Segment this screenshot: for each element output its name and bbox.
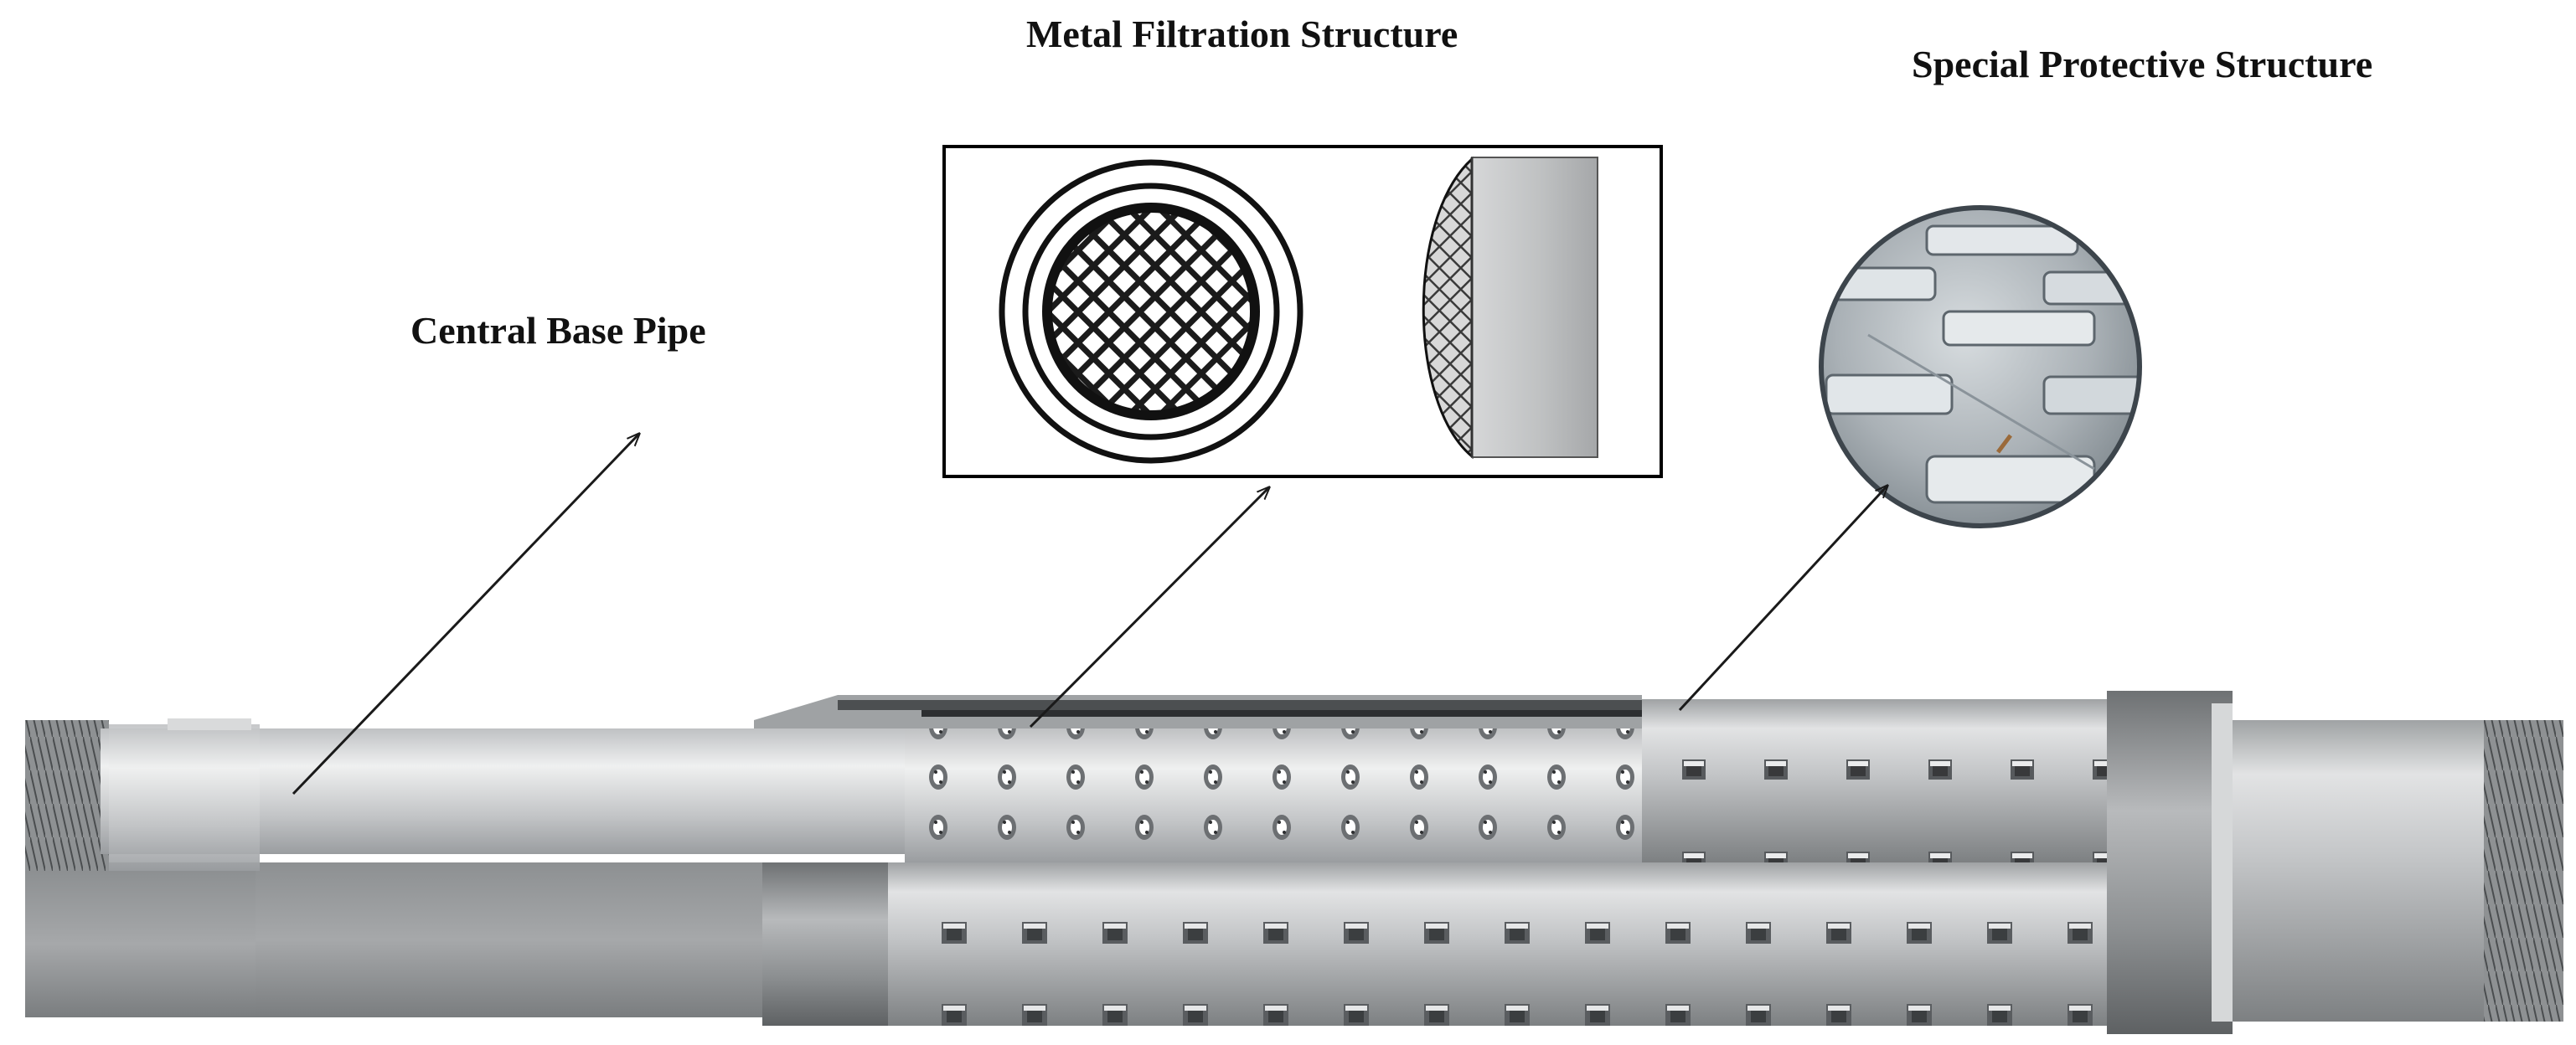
screen-pipe-assembly [25, 691, 2563, 1034]
right-threaded-end [2484, 720, 2563, 1022]
right-pipe [2233, 720, 2484, 1022]
arrow-metal-filtration [1029, 487, 1269, 728]
arrow-central-base-pipe [292, 434, 639, 795]
left-shroud-collar [762, 862, 888, 1026]
arrow-special-protective [1678, 486, 1887, 712]
metal-filtration-label: Metal Filtration Structure [1026, 13, 1458, 55]
mesh-cross-section [999, 159, 1303, 464]
central-base-pipe-label: Central Base Pipe [410, 309, 706, 352]
left-threaded-end [25, 720, 109, 871]
metal-filtration-inset [942, 145, 1663, 478]
screen-side-section [1422, 156, 1598, 460]
special-protective-label: Special Protective Structure [1912, 43, 2373, 85]
protective-structure-magnifier [1819, 205, 2142, 528]
callout-arrows [292, 434, 1887, 795]
